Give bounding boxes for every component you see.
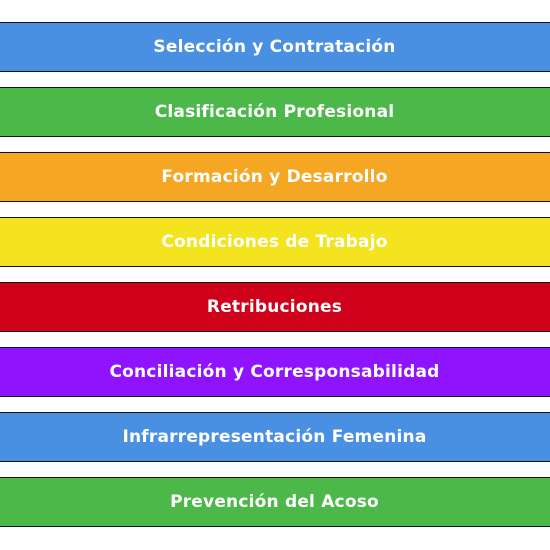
band-conciliacion-corresponsabilidad: Conciliación y Corresponsabilidad xyxy=(0,347,550,397)
band-seleccion-contratacion: Selección y Contratación xyxy=(0,22,550,72)
band-retribuciones: Retribuciones xyxy=(0,282,550,332)
band-label: Prevención del Acoso xyxy=(170,492,379,512)
band-label: Formación y Desarrollo xyxy=(161,167,388,187)
band-condiciones-trabajo: Condiciones de Trabajo xyxy=(0,217,550,267)
band-clasificacion-profesional: Clasificación Profesional xyxy=(0,87,550,137)
band-formacion-desarrollo: Formación y Desarrollo xyxy=(0,152,550,202)
band-label: Conciliación y Corresponsabilidad xyxy=(109,362,440,382)
band-label: Retribuciones xyxy=(206,297,343,317)
band-label: Infrarrepresentación Femenina xyxy=(122,427,427,447)
band-infrarrepresentacion-femenina: Infrarrepresentación Femenina xyxy=(0,412,550,462)
band-label: Selección y Contratación xyxy=(153,37,396,57)
band-label: Condiciones de Trabajo xyxy=(161,232,388,252)
band-label: Clasificación Profesional xyxy=(154,102,395,122)
band-prevencion-acoso: Prevención del Acoso xyxy=(0,477,550,527)
